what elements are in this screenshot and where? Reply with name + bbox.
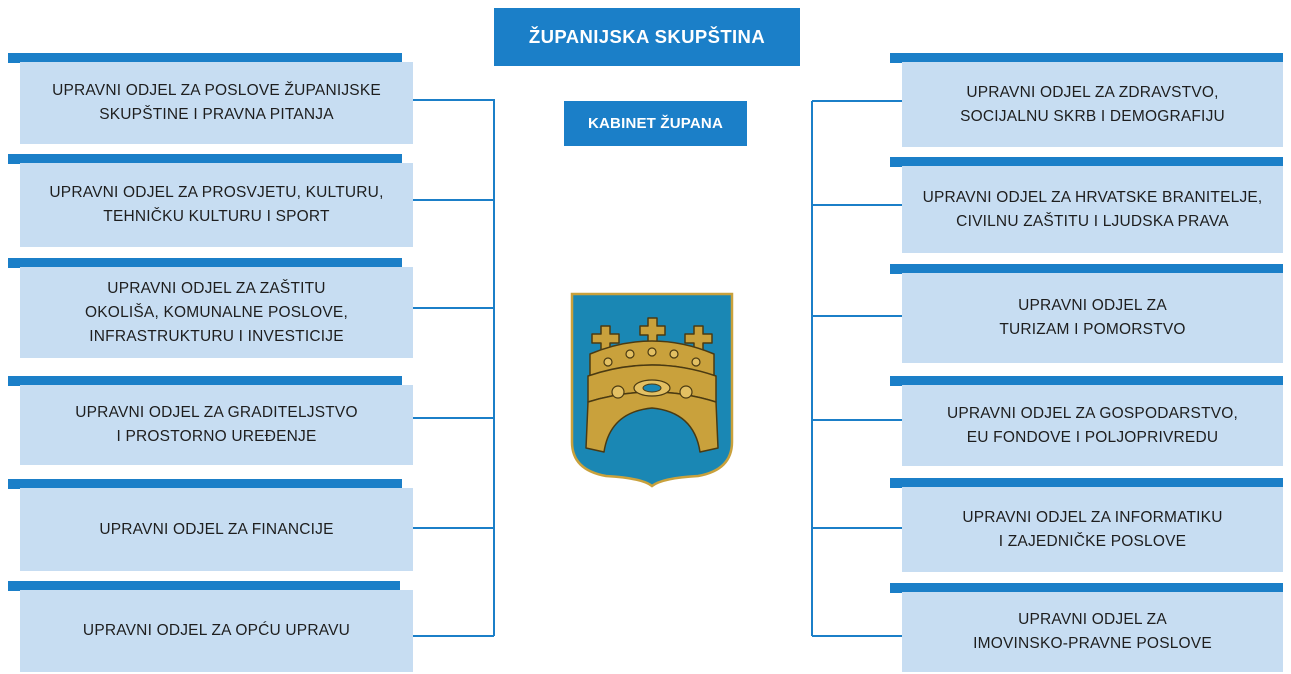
dept-accent-bar <box>890 376 1283 386</box>
county-assembly-label: ŽUPANIJSKA SKUPŠTINA <box>528 26 766 47</box>
dept-label: UPRAVNI ODJEL ZA IMOVINSKO-PRAVNE POSLOV… <box>902 592 1283 672</box>
coat-of-arms-crown-icon <box>570 292 734 488</box>
dept-label: UPRAVNI ODJEL ZA OPĆU UPRAVU <box>20 590 413 672</box>
dept-box-left-6: UPRAVNI ODJEL ZA OPĆU UPRAVU <box>8 581 413 672</box>
county-assembly-box: ŽUPANIJSKA SKUPŠTINA <box>494 8 800 66</box>
dept-box-left-1: UPRAVNI ODJEL ZA POSLOVE ŽUPANIJSKE SKUP… <box>8 53 413 144</box>
dept-label: UPRAVNI ODJEL ZA GOSPODARSTVO, EU FONDOV… <box>902 385 1283 466</box>
dept-accent-bar <box>8 53 402 63</box>
dept-box-right-3: UPRAVNI ODJEL ZA TURIZAM I POMORSTVO <box>890 264 1283 363</box>
dept-accent-bar <box>890 157 1283 167</box>
dept-label: UPRAVNI ODJEL ZA FINANCIJE <box>20 488 413 571</box>
dept-box-right-6: UPRAVNI ODJEL ZA IMOVINSKO-PRAVNE POSLOV… <box>890 583 1283 672</box>
dept-box-left-3: UPRAVNI ODJEL ZA ZAŠTITU OKOLIŠA, KOMUNA… <box>8 258 413 358</box>
dept-accent-bar <box>890 583 1283 593</box>
dept-label: UPRAVNI ODJEL ZA ZAŠTITU OKOLIŠA, KOMUNA… <box>20 267 413 358</box>
dept-box-right-4: UPRAVNI ODJEL ZA GOSPODARSTVO, EU FONDOV… <box>890 376 1283 466</box>
cabinet-label: KABINET ŽUPANA <box>587 115 724 132</box>
dept-accent-bar <box>8 258 402 268</box>
dept-box-right-5: UPRAVNI ODJEL ZA INFORMATIKU I ZAJEDNIČK… <box>890 478 1283 572</box>
dept-box-left-2: UPRAVNI ODJEL ZA PROSVJETU, KULTURU, TEH… <box>8 154 413 247</box>
dept-box-left-4: UPRAVNI ODJEL ZA GRADITELJSTVO I PROSTOR… <box>8 376 413 465</box>
dept-label: UPRAVNI ODJEL ZA GRADITELJSTVO I PROSTOR… <box>20 385 413 465</box>
dept-accent-bar <box>8 376 402 386</box>
dept-accent-bar <box>8 479 402 489</box>
dept-box-right-2: UPRAVNI ODJEL ZA HRVATSKE BRANITELJE, CI… <box>890 157 1283 253</box>
county-prefect-cabinet-box: KABINET ŽUPANA <box>564 101 747 146</box>
dept-box-left-5: UPRAVNI ODJEL ZA FINANCIJE <box>8 479 413 571</box>
dept-label: UPRAVNI ODJEL ZA POSLOVE ŽUPANIJSKE SKUP… <box>20 62 413 144</box>
dept-accent-bar <box>890 264 1283 274</box>
dept-accent-bar <box>8 581 400 591</box>
dept-label: UPRAVNI ODJEL ZA ZDRAVSTVO, SOCIJALNU SK… <box>902 62 1283 147</box>
dept-accent-bar <box>890 53 1283 63</box>
dept-box-right-1: UPRAVNI ODJEL ZA ZDRAVSTVO, SOCIJALNU SK… <box>890 53 1283 147</box>
dept-label: UPRAVNI ODJEL ZA PROSVJETU, KULTURU, TEH… <box>20 163 413 247</box>
dept-accent-bar <box>890 478 1283 488</box>
dept-label: UPRAVNI ODJEL ZA HRVATSKE BRANITELJE, CI… <box>902 166 1283 253</box>
dept-label: UPRAVNI ODJEL ZA TURIZAM I POMORSTVO <box>902 273 1283 363</box>
dept-accent-bar <box>8 154 402 164</box>
dept-label: UPRAVNI ODJEL ZA INFORMATIKU I ZAJEDNIČK… <box>902 487 1283 572</box>
